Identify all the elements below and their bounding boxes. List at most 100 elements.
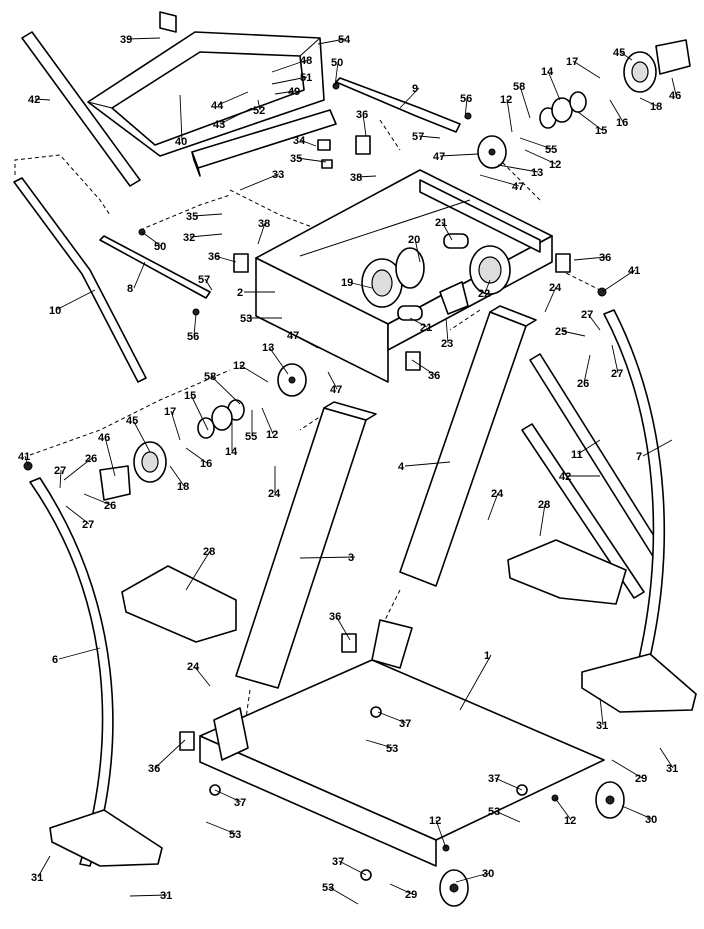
crank-hub-right bbox=[477, 135, 507, 169]
callout-leader-c14a bbox=[547, 70, 561, 101]
callout-leader-c12d bbox=[261, 407, 274, 435]
callout-c56a: 56 bbox=[460, 93, 472, 105]
base-frame-1 bbox=[199, 619, 605, 867]
callout-leader-c17a bbox=[572, 60, 601, 79]
callout-leader-c47a bbox=[439, 153, 479, 157]
callout-leader-c9 bbox=[399, 87, 420, 109]
callout-c18a: 18 bbox=[650, 101, 662, 113]
callout-c19: 19 bbox=[341, 277, 353, 289]
flywheel-assembly bbox=[361, 233, 511, 321]
callout-c2: 2 bbox=[237, 287, 243, 299]
callout-leader-c57a bbox=[418, 135, 441, 139]
callout-c20: 20 bbox=[408, 234, 420, 246]
callout-c37d: 37 bbox=[332, 856, 344, 868]
callout-c12f: 12 bbox=[429, 815, 441, 827]
callout-leader-c27a bbox=[587, 313, 601, 331]
callout-c35a: 35 bbox=[290, 153, 302, 165]
callout-c53d: 53 bbox=[229, 829, 241, 841]
callout-leader-c37a bbox=[377, 711, 407, 724]
callout-c55b: 55 bbox=[245, 431, 257, 443]
callout-leader-c37b bbox=[494, 777, 523, 791]
link-arm-8 bbox=[99, 235, 211, 299]
callout-leader-c36d bbox=[411, 359, 436, 376]
callout-leader-c47c bbox=[293, 334, 319, 349]
callout-c36b: 36 bbox=[208, 251, 220, 263]
callout-leader-c6 bbox=[58, 647, 101, 660]
callout-c27b: 27 bbox=[611, 368, 623, 380]
crossbar-5 bbox=[191, 109, 337, 177]
callout-leader-c45b bbox=[132, 419, 151, 453]
callout-c50a: 50 bbox=[331, 57, 343, 69]
callout-c39: 39 bbox=[120, 34, 132, 46]
callout-leader-c42a bbox=[34, 98, 51, 101]
callout-leader-c3 bbox=[299, 556, 356, 559]
callout-c27a: 27 bbox=[581, 309, 593, 321]
callout-c26a: 26 bbox=[577, 378, 589, 390]
callout-leader-c51 bbox=[271, 76, 308, 85]
callout-leader-c36f bbox=[154, 739, 186, 769]
callout-c15b: 15 bbox=[184, 390, 196, 402]
callout-c47a: 47 bbox=[433, 151, 445, 163]
callout-c6: 6 bbox=[52, 654, 58, 666]
callout-leader-c12a bbox=[506, 98, 513, 133]
callout-leader-c34 bbox=[299, 139, 317, 147]
callout-c22: 22 bbox=[478, 288, 490, 300]
callout-leader-c52 bbox=[257, 99, 261, 111]
left-pedal-pivot-stack bbox=[99, 399, 245, 501]
callout-leader-c25 bbox=[561, 330, 586, 337]
callout-leader-c50a bbox=[334, 61, 339, 87]
callout-leader-c19 bbox=[347, 281, 373, 289]
callout-leader-c18b bbox=[169, 465, 185, 487]
callout-c31b: 31 bbox=[666, 763, 678, 775]
callout-c56b: 56 bbox=[187, 331, 199, 343]
callout-leader-c55a bbox=[519, 137, 553, 150]
callout-leader-c16b bbox=[185, 447, 208, 464]
upright-3 bbox=[235, 401, 377, 689]
callout-c31a: 31 bbox=[596, 720, 608, 732]
callout-c24a: 24 bbox=[549, 282, 562, 294]
callout-c36e: 36 bbox=[329, 611, 341, 623]
callout-leader-c13a bbox=[497, 164, 539, 173]
callout-leader-c56a bbox=[464, 97, 468, 119]
foot-plate-right bbox=[581, 653, 697, 713]
callout-c30b: 30 bbox=[482, 868, 494, 880]
link-arm-9 bbox=[335, 77, 461, 133]
upright-4 bbox=[399, 305, 537, 587]
callout-c25: 25 bbox=[555, 326, 567, 338]
callout-leader-c24d bbox=[193, 665, 211, 687]
callout-c8: 8 bbox=[127, 283, 133, 295]
callout-c46b: 46 bbox=[98, 432, 110, 444]
callout-leader-c35b bbox=[192, 213, 223, 217]
callout-c50b: 50 bbox=[154, 241, 166, 253]
callout-leader-c47d bbox=[327, 371, 338, 390]
callout-c15a: 15 bbox=[595, 125, 607, 137]
callout-c45b: 45 bbox=[126, 415, 138, 427]
pedal-left bbox=[121, 565, 237, 643]
callout-leader-c49 bbox=[274, 90, 296, 95]
callout-c38b: 38 bbox=[258, 218, 270, 230]
callout-c12d: 12 bbox=[266, 429, 278, 441]
callout-leader-c48 bbox=[271, 59, 308, 73]
callout-leader-c43 bbox=[219, 107, 253, 125]
callout-leader-c13b bbox=[268, 346, 289, 375]
callout-c24b: 24 bbox=[268, 488, 281, 500]
callout-leader-c29b bbox=[389, 883, 413, 895]
callout-c13a: 13 bbox=[531, 167, 543, 179]
callout-c31c: 31 bbox=[31, 872, 43, 884]
callout-c47b: 47 bbox=[512, 181, 524, 193]
callout-leader-c24c bbox=[487, 492, 499, 521]
callout-c37a: 37 bbox=[399, 718, 411, 730]
callout-leader-c26a bbox=[583, 354, 591, 384]
callout-c1: 1 bbox=[484, 650, 490, 662]
callout-leader-c41a bbox=[601, 269, 636, 293]
callout-c27c: 27 bbox=[54, 465, 66, 477]
callout-c13b: 13 bbox=[262, 342, 274, 354]
callout-leader-c37d bbox=[338, 860, 367, 876]
callout-c14b: 14 bbox=[225, 446, 238, 458]
callout-c16a: 16 bbox=[616, 117, 628, 129]
callout-c41b: 41 bbox=[18, 451, 30, 463]
frame-upper-2 bbox=[255, 169, 553, 383]
callout-c43: 43 bbox=[213, 119, 225, 131]
callout-c47d: 47 bbox=[330, 384, 342, 396]
